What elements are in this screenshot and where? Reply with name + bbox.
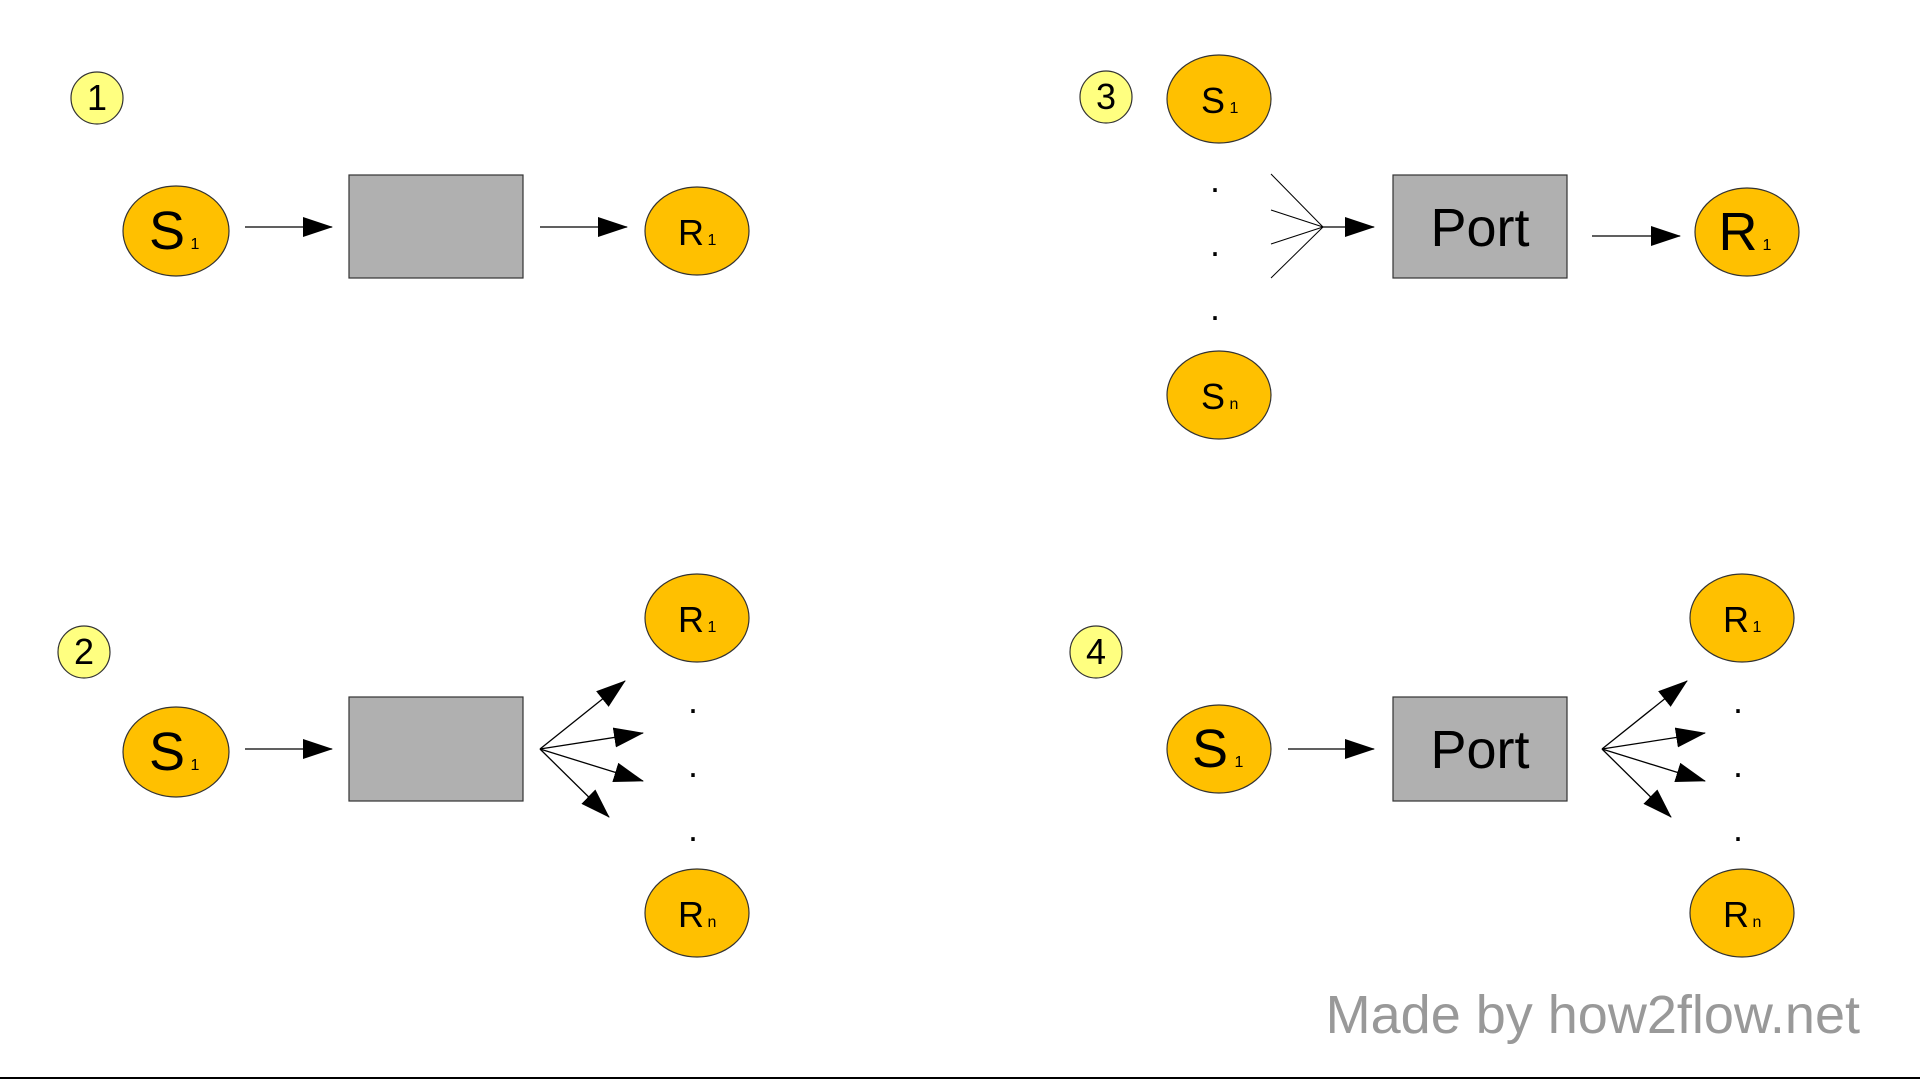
- panel-4-receiver-n-sub: n: [1753, 914, 1762, 931]
- panel-4-fanout-arrow: [1601, 748, 1672, 818]
- panel-4-receiver-node-1: R 1: [1689, 573, 1795, 663]
- panel-4-fanout-arrow: [1601, 680, 1688, 750]
- panel-3-badge: 3: [1079, 70, 1133, 124]
- panel-2-receiver-node-n: R n: [644, 868, 750, 958]
- panel-3-source-node-n: S n: [1166, 350, 1272, 440]
- panel-2-receiver-n-main: R: [678, 894, 704, 935]
- panel-3-source-1-sub: 1: [1230, 100, 1239, 117]
- panel-3-receiver-node: R 1: [1694, 187, 1800, 277]
- panel-2-badge-number: 2: [74, 631, 94, 672]
- panel-3-ellipsis: . . .: [1210, 159, 1220, 328]
- panel-3-fanin-line: [1270, 209, 1324, 228]
- panel-1-source-node: S 1: [122, 185, 230, 277]
- panel-4-fanout-arrow: [1601, 727, 1706, 750]
- panel-3-ellipsis-dot: .: [1210, 223, 1220, 264]
- credit-text: Made by how2flow.net: [1326, 985, 1860, 1045]
- panel-1-badge: 1: [70, 71, 124, 125]
- panel-4-receiver-n-main: R: [1723, 894, 1749, 935]
- panel-3-source-1-main: S: [1201, 80, 1225, 121]
- panel-3-badge-number: 3: [1096, 76, 1116, 117]
- panel-3-receiver-main: R: [1719, 202, 1758, 262]
- panel-1-box: [348, 174, 524, 279]
- panel-2-source-sub: 1: [191, 757, 200, 774]
- panel-3-fanin-line: [1270, 226, 1324, 279]
- panel-3-ellipsis-dot: .: [1210, 159, 1220, 200]
- panel-4-port-box: Port: [1392, 696, 1568, 802]
- panel-2-source-node: S 1: [122, 706, 230, 798]
- panel-4-fanout-arrows: [1601, 680, 1706, 818]
- panel-4: 4 S 1 Port R 1 . . . R: [1069, 573, 1795, 958]
- panel-2-ellipsis-dot: .: [688, 680, 698, 721]
- panel-4-receiver-1-sub: 1: [1753, 619, 1762, 636]
- panel-1-source-sub: 1: [191, 236, 200, 253]
- panel-3-box-label: Port: [1430, 198, 1529, 258]
- panel-2-source-main: S: [149, 722, 185, 782]
- panel-4-badge-number: 4: [1086, 631, 1106, 672]
- panel-3-fanin-line: [1270, 226, 1324, 245]
- panel-2-box: [348, 696, 524, 802]
- panel-4-box-label: Port: [1430, 720, 1529, 780]
- panel-4-badge: 4: [1069, 625, 1123, 679]
- panel-3: 3 S 1 . . . S n Port: [1079, 54, 1800, 440]
- panel-2-receiver-1-sub: 1: [708, 619, 717, 636]
- panel-3-receiver-sub: 1: [1763, 237, 1772, 254]
- panel-3-source-node-1: S 1: [1166, 54, 1272, 144]
- panel-1: 1 S 1 R 1: [70, 71, 750, 279]
- panel-2-fanout-arrow: [539, 748, 610, 818]
- panel-2-fanout-arrows: [539, 680, 644, 818]
- panel-3-port-box: Port: [1392, 174, 1568, 279]
- panel-4-ellipsis: . . .: [1733, 680, 1743, 849]
- panel-2-ellipsis-dot: .: [688, 808, 698, 849]
- panel-2-fanout-arrow: [539, 680, 626, 750]
- panel-2-receiver-node-1: R 1: [644, 573, 750, 663]
- panel-3-source-n-sub: n: [1230, 396, 1239, 413]
- panel-4-source-main: S: [1192, 719, 1228, 779]
- panel-2-receiver-n-sub: n: [708, 914, 717, 931]
- panel-4-receiver-1-main: R: [1723, 599, 1749, 640]
- panel-4-ellipsis-dot: .: [1733, 808, 1743, 849]
- panel-2-ellipsis-dot: .: [688, 744, 698, 785]
- panel-3-fanin-line: [1270, 173, 1324, 228]
- panel-4-ellipsis-dot: .: [1733, 744, 1743, 785]
- panel-3-source-n-main: S: [1201, 376, 1225, 417]
- panel-2-receiver-1-main: R: [678, 599, 704, 640]
- panel-2-ellipsis: . . .: [688, 680, 698, 849]
- panel-2-fanout-arrow: [539, 748, 644, 782]
- panel-3-ellipsis-dot: .: [1210, 287, 1220, 328]
- panel-1-badge-number: 1: [87, 77, 107, 118]
- panel-4-source-sub: 1: [1235, 754, 1244, 771]
- panel-4-source-node: S 1: [1166, 704, 1272, 794]
- panel-1-receiver-sub: 1: [708, 232, 717, 249]
- panel-2-fanout-arrow: [539, 727, 644, 750]
- panel-2-badge: 2: [57, 625, 111, 679]
- panel-1-receiver-main: R: [678, 212, 704, 253]
- panel-4-receiver-node-n: R n: [1689, 868, 1795, 958]
- panel-2: 2 S 1 R 1 . . . R: [57, 573, 750, 958]
- panel-1-source-main: S: [149, 201, 185, 261]
- panel-4-fanout-arrow: [1601, 748, 1706, 782]
- panel-4-ellipsis-dot: .: [1733, 680, 1743, 721]
- panel-1-receiver-node: R 1: [644, 186, 750, 276]
- panel-3-fanin-lines: [1270, 173, 1375, 279]
